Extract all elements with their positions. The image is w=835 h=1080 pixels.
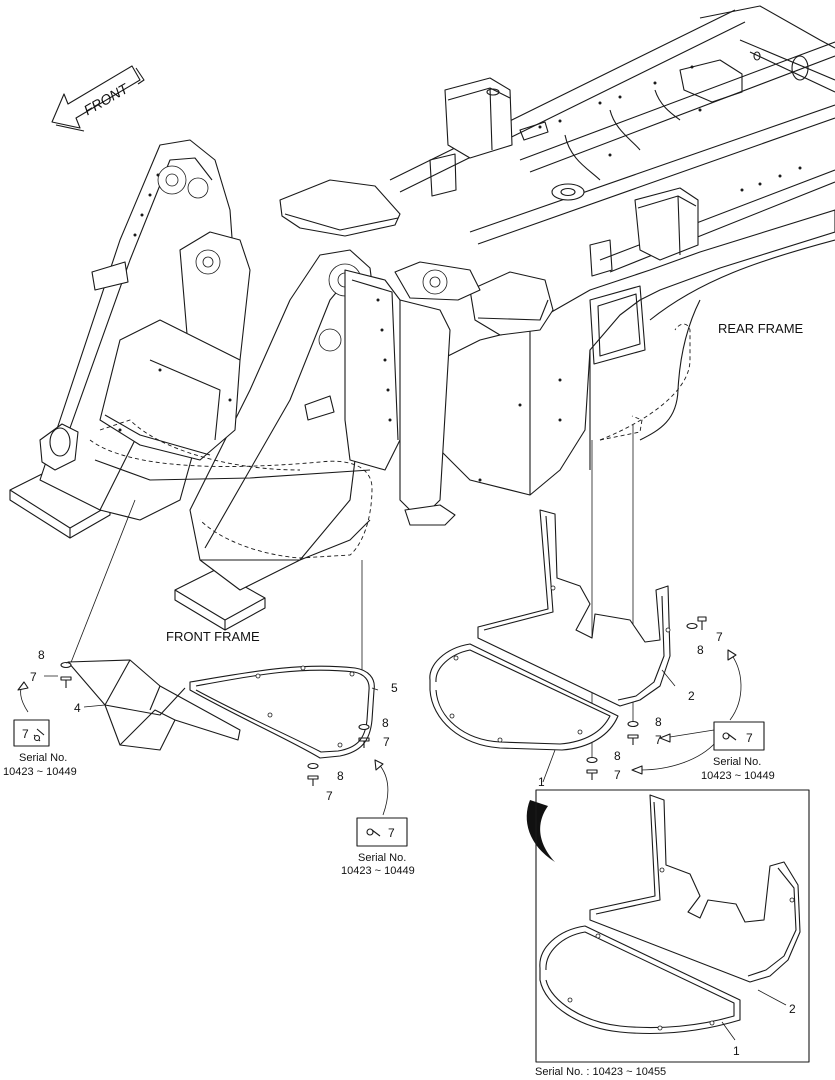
serial-box-label: Serial No. [19,752,67,764]
serial-box-label: Serial No. [713,756,761,768]
serial-box-left: 7 Serial No. 10423 ~ 10449 [3,719,77,778]
callout-8: 8 [382,716,389,730]
callout-numbers: 1 2 4 5 7 7 7 7 7 7 8 8 8 8 8 8 [30,630,723,803]
part-4-guard [67,659,241,751]
callout-8: 8 [337,769,344,783]
serial-box-center: 7 Serial No. 10423 ~ 10449 [341,817,415,877]
callout-7: 7 [716,630,723,644]
callout-7: 7 [655,733,662,747]
callout-8: 8 [38,648,45,662]
front-frame-label: FRONT FRAME [166,629,260,644]
front-frame-drawing [9,139,456,631]
callout-7: 7 [383,735,390,749]
inset-callout-2: 2 [789,1002,796,1016]
leaders [17,649,742,862]
serial-box-range: 10423 ~ 10449 [701,770,775,782]
serial-box-part: 7 [22,727,29,741]
serial-box-part: 7 [388,826,395,840]
serial-box-label: Serial No. [358,852,406,864]
inset-caption: Serial No. : 10423 ~ 10455 [535,1066,666,1078]
callout-5: 5 [391,681,398,695]
serial-box-range: 10423 ~ 10449 [3,766,77,778]
rear-frame-drawing [279,5,835,496]
front-direction-arrow: FRONT [51,65,145,132]
callout-8: 8 [655,715,662,729]
callout-4: 4 [74,701,81,715]
part-5-guard-plate [189,665,375,759]
inset-callout-1: 1 [733,1044,740,1058]
serial-box-part: 7 [746,731,753,745]
serial-box-right: 7 Serial No. 10423 ~ 10449 [701,721,775,782]
fasteners [60,616,707,786]
parts-1-2-floor-guards [429,509,671,751]
callout-8: 8 [697,643,704,657]
callout-7: 7 [326,789,333,803]
inset-panel: 1 2 [535,789,810,1063]
callout-7: 7 [614,768,621,782]
serial-box-range: 10423 ~ 10449 [341,865,415,877]
callout-7: 7 [30,670,37,684]
rear-frame-label: REAR FRAME [718,321,804,336]
callout-1: 1 [538,775,545,789]
callout-2: 2 [688,689,695,703]
callout-8: 8 [614,749,621,763]
